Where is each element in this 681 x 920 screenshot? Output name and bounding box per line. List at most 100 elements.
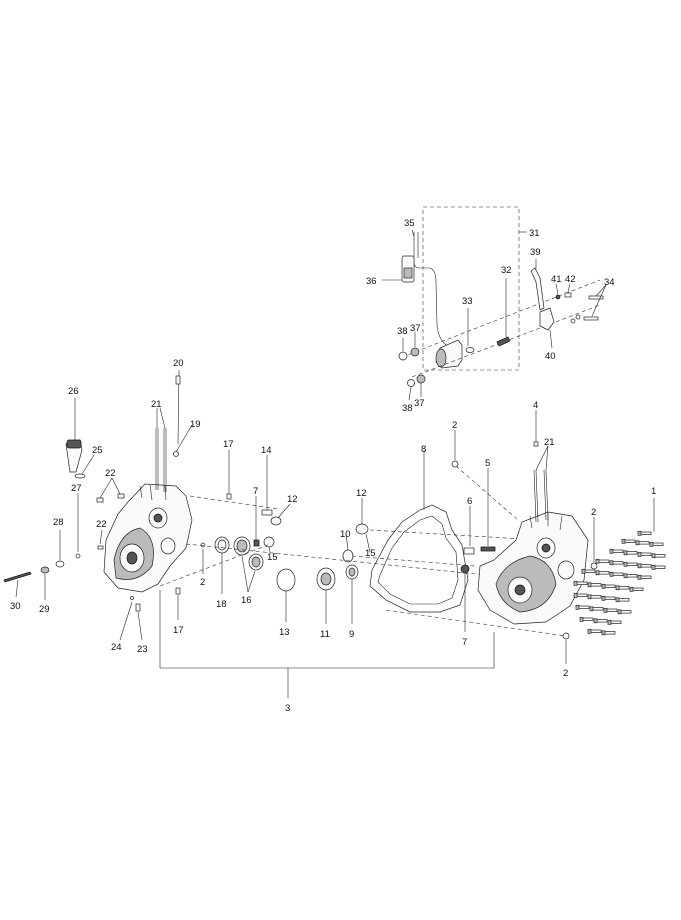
bolt-1-head xyxy=(637,574,642,580)
pin-2d xyxy=(562,632,570,640)
bolt-1-head xyxy=(623,573,628,579)
seal-12a xyxy=(270,516,282,526)
washer-29 xyxy=(40,566,50,574)
callout-4: 4 xyxy=(533,400,538,411)
bolt-1-33 xyxy=(595,619,608,623)
bolt-1-head xyxy=(601,583,606,589)
callout-30: 30 xyxy=(10,601,21,612)
callout-25: 25 xyxy=(92,445,103,456)
callout-22a: 22 xyxy=(105,468,116,479)
bolt-1-3 xyxy=(637,541,650,545)
assembly-bracket-3 xyxy=(159,590,495,669)
leader-34b xyxy=(591,284,607,317)
bolt-1-21 xyxy=(603,584,616,588)
dipstick-30 xyxy=(3,571,32,583)
leader-42 xyxy=(567,283,571,293)
leader-22a xyxy=(99,477,113,499)
callout-37a: 37 xyxy=(410,323,421,334)
oring-25 xyxy=(74,473,86,479)
bolt-1-head xyxy=(629,586,634,592)
gasket-group xyxy=(369,450,469,613)
callout-13: 13 xyxy=(279,627,290,638)
leader-12a xyxy=(277,503,291,519)
bolt-1-27 xyxy=(617,598,630,602)
callout-29: 29 xyxy=(39,604,50,615)
bolt-1-4 xyxy=(651,542,664,546)
bolt-1-head xyxy=(617,609,622,615)
callout-17b: 17 xyxy=(173,625,184,636)
callout-7b: 7 xyxy=(462,637,467,648)
washer-38b xyxy=(407,379,415,387)
leader-15a xyxy=(268,546,271,553)
bolt-1-head xyxy=(651,553,656,559)
bolt-1-35 xyxy=(589,629,602,633)
bolt-1-head xyxy=(637,530,642,536)
bolt-34b xyxy=(583,316,599,321)
bolt-1-15 xyxy=(597,571,610,575)
bolt-1-head xyxy=(593,618,598,624)
pin-7b xyxy=(460,564,470,574)
bolt-1-head xyxy=(635,540,640,546)
bolt-1-10 xyxy=(611,561,624,565)
leader-35 xyxy=(411,229,415,237)
bolt-1-5 xyxy=(611,549,624,553)
bolt-1-head xyxy=(623,561,628,567)
bracket-40 xyxy=(539,307,555,331)
callout-28: 28 xyxy=(53,517,64,528)
callout-37b: 37 xyxy=(414,398,425,409)
callout-1: 1 xyxy=(651,486,656,497)
bolt-1-29 xyxy=(591,607,604,611)
dowel-6 xyxy=(463,547,475,555)
pin-4 xyxy=(533,441,539,447)
bolt-1-head xyxy=(587,582,592,588)
callout-34: 34 xyxy=(604,277,615,288)
shift-lever-39 xyxy=(530,267,545,311)
bolt-1-30 xyxy=(605,608,618,612)
right-crankcase-group xyxy=(451,410,666,664)
callout-6: 6 xyxy=(467,496,472,507)
bolt-1-25 xyxy=(589,595,602,599)
pin-5 xyxy=(480,546,496,552)
callout-36: 36 xyxy=(366,276,377,287)
bolt-1-17 xyxy=(625,574,638,578)
bolt-1-34 xyxy=(609,620,622,624)
pin-2a xyxy=(200,542,206,548)
callout-5: 5 xyxy=(485,458,490,469)
callout-26: 26 xyxy=(68,386,79,397)
callout-8: 8 xyxy=(421,444,426,455)
bolt-1-head xyxy=(615,585,620,591)
bolt-23 xyxy=(135,603,141,612)
callout-38a: 38 xyxy=(397,326,408,337)
pin-7a xyxy=(253,539,260,547)
bolt-1-20 xyxy=(589,583,602,587)
callout-12b: 12 xyxy=(356,488,367,499)
bolt-1-36 xyxy=(603,631,616,635)
callout-31: 31 xyxy=(529,228,540,239)
callout-18: 18 xyxy=(216,599,227,610)
bolt-1-19 xyxy=(575,581,588,585)
callout-40: 40 xyxy=(545,351,556,362)
bearing-10 xyxy=(342,549,354,563)
leader-19 xyxy=(175,424,193,453)
bolt-1-11 xyxy=(625,562,638,566)
callout-23: 23 xyxy=(137,644,148,655)
bolt-1-7 xyxy=(639,552,652,556)
callout-20: 20 xyxy=(173,358,184,369)
leader-25 xyxy=(81,454,95,475)
leader-23 xyxy=(137,611,143,641)
leader-21b xyxy=(535,445,549,471)
callout-14: 14 xyxy=(261,445,272,456)
dowel-20 xyxy=(175,375,181,385)
callout-32: 32 xyxy=(501,265,512,276)
pin-32 xyxy=(496,336,511,347)
bolt-1-12 xyxy=(639,564,652,568)
callout-7a: 7 xyxy=(253,486,258,497)
leader-10 xyxy=(345,533,349,551)
bolt-1-head xyxy=(607,619,612,625)
callout-9: 9 xyxy=(349,629,354,640)
callout-24: 24 xyxy=(111,642,122,653)
stud-21c xyxy=(533,469,537,523)
bolt-1-head xyxy=(609,571,614,577)
plug-28 xyxy=(55,560,65,568)
bolt-1-6 xyxy=(625,551,638,555)
